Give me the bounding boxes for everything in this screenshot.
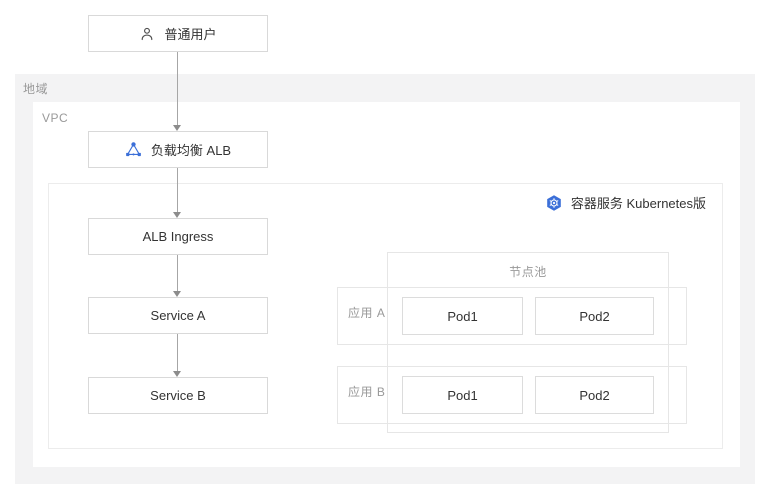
node-pool-label: 节点池 xyxy=(509,265,547,279)
arrow-head-icon xyxy=(173,125,181,131)
arrow-head-icon xyxy=(173,291,181,297)
node-label: Service B xyxy=(150,388,206,403)
arrow-head-icon xyxy=(173,212,181,218)
arrow-head-icon xyxy=(173,371,181,377)
pod-label: Pod1 xyxy=(447,387,478,403)
app-a-container: 应用 A xyxy=(337,287,687,345)
arrow-user-to-alb xyxy=(173,52,182,131)
node-common-user: 普通用户 xyxy=(88,15,268,52)
node-pool-container: 节点池 xyxy=(387,252,669,433)
arrow-line xyxy=(177,168,178,213)
arrow-line xyxy=(177,255,178,292)
node-service-b: Service B xyxy=(88,377,268,414)
arrow-line xyxy=(177,52,178,126)
node-alb-ingress: ALB Ingress xyxy=(88,218,268,255)
arrow-alb-to-ingress xyxy=(173,168,182,218)
node-load-balancer-alb: 负载均衡 ALB xyxy=(88,131,268,168)
pod-label: Pod2 xyxy=(579,387,610,403)
node-service-a: Service A xyxy=(88,297,268,334)
app-b-container: 应用 B xyxy=(337,366,687,424)
app-b-pod1: Pod1 xyxy=(402,376,523,414)
pod-label: Pod1 xyxy=(447,308,478,324)
app-a-label: 应用 A xyxy=(348,306,386,320)
vpc-label: VPC xyxy=(42,111,69,125)
kubernetes-icon xyxy=(545,194,563,212)
app-a-pod2: Pod2 xyxy=(535,297,654,335)
arrow-service-a-to-service-b xyxy=(173,334,182,377)
app-a-pod1: Pod1 xyxy=(402,297,523,335)
load-balancer-icon xyxy=(125,141,142,158)
user-icon xyxy=(139,26,155,42)
app-b-pod2: Pod2 xyxy=(535,376,654,414)
kubernetes-service-label: 容器服务 Kubernetes版 xyxy=(570,196,706,211)
arrow-ingress-to-service-a xyxy=(173,255,182,297)
app-b-label: 应用 B xyxy=(348,385,386,399)
pod-label: Pod2 xyxy=(579,308,610,324)
node-label: Service A xyxy=(150,308,206,323)
node-label: 普通用户 xyxy=(164,27,217,42)
node-label: 负载均衡 ALB xyxy=(150,143,232,158)
kubernetes-service-title: 容器服务 Kubernetes版 xyxy=(545,193,706,212)
region-label: 地域 xyxy=(23,82,49,96)
node-label: ALB Ingress xyxy=(142,229,214,244)
arrow-line xyxy=(177,334,178,372)
